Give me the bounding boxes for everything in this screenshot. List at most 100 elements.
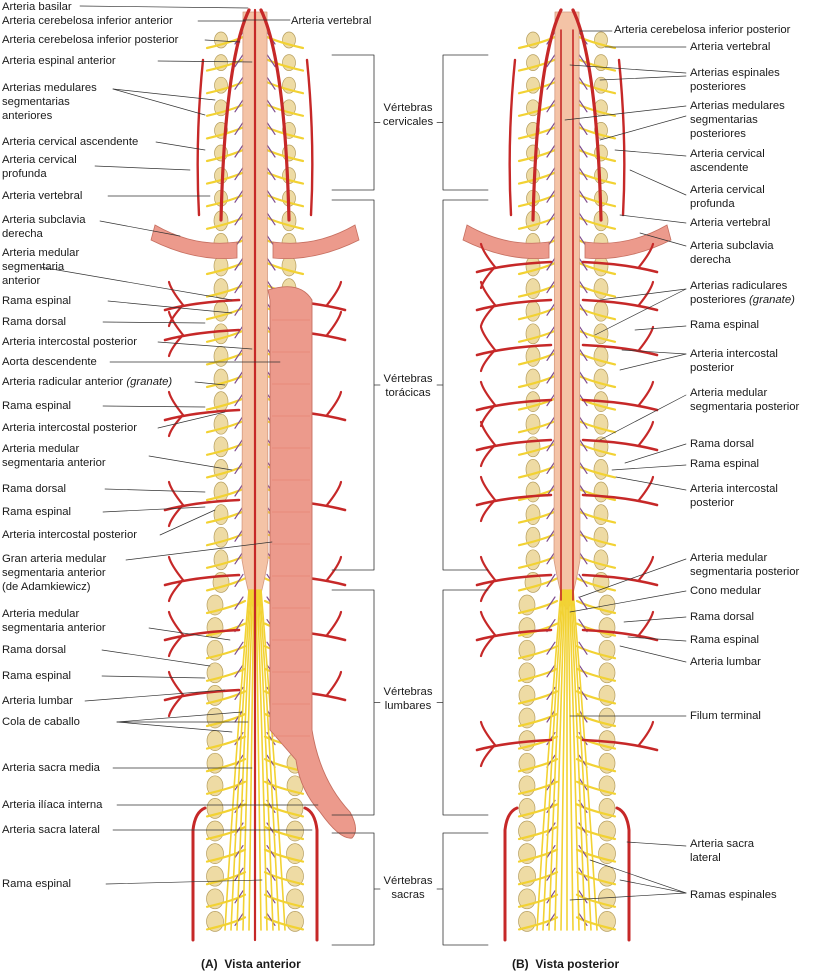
leader-line xyxy=(626,841,687,847)
radicular-vein xyxy=(234,144,244,158)
label-a-intercostal-3: Arteria intercostal posterior xyxy=(2,529,137,541)
vertebral-body xyxy=(213,346,229,367)
cauda-equina-root xyxy=(260,589,286,931)
region-bracket-anterior xyxy=(331,589,381,816)
region-sacral: Vértebras sacras xyxy=(383,875,433,901)
label-b-vertebral: Arteria vertebral xyxy=(690,41,771,53)
radicular-vein xyxy=(578,845,588,859)
radicular-vein xyxy=(234,280,244,294)
vertebral-body xyxy=(593,278,609,299)
radicular-vein xyxy=(234,347,244,361)
radicular-vein xyxy=(266,99,276,113)
dorsal-branch xyxy=(637,420,655,447)
radicular-vein xyxy=(546,890,556,904)
label-a-lumbar: Arteria lumbar xyxy=(2,695,73,707)
radicular-vein xyxy=(234,212,244,226)
label-a-spinal-branch-4: Rama espinal xyxy=(2,670,72,682)
spinal-branch xyxy=(167,578,185,603)
vertebral-artery xyxy=(531,8,563,222)
radicular-vein xyxy=(234,596,244,610)
label-b-segmental-medullary-3: Arteria medular segmentaria posterior xyxy=(690,552,800,578)
label-a-radicular-note: (granate) xyxy=(126,376,173,388)
radicular-vein xyxy=(578,664,588,678)
cauda-equina-root xyxy=(224,589,250,931)
radicular-vein xyxy=(234,912,244,926)
segmental-artery xyxy=(581,738,659,752)
dorsal-branch xyxy=(637,280,655,307)
descending-aorta xyxy=(267,286,356,839)
radicular-vein xyxy=(234,506,244,520)
caption-anterior-view: (A) Vista anterior xyxy=(201,957,301,971)
vertebral-body xyxy=(213,368,229,390)
vertebral-body xyxy=(525,323,541,345)
label-b-dorsal-branch-2: Rama dorsal xyxy=(690,611,755,623)
spinal-branch xyxy=(479,303,497,328)
radicular-vein xyxy=(578,99,588,113)
vertebral-body xyxy=(593,549,609,571)
label-b-dorsal-branch-1: Rama dorsal xyxy=(690,438,755,450)
label-a-vertebral: Arteria vertebral xyxy=(2,190,83,202)
radicular-vein xyxy=(578,438,588,452)
radicular-vein xyxy=(546,144,556,158)
radicular-vein xyxy=(578,121,588,135)
label-a-cauda-equina: Cola de caballo xyxy=(2,716,80,728)
region-bracket-posterior xyxy=(436,54,489,191)
leader-line xyxy=(101,675,206,679)
spinal-cord xyxy=(553,11,581,611)
segmental-artery xyxy=(163,298,241,312)
vertebral-body xyxy=(593,346,609,367)
spinal-nerve xyxy=(263,871,305,886)
leader-line xyxy=(619,645,687,663)
dorsal-branch xyxy=(479,420,497,447)
radicular-vein xyxy=(266,144,276,158)
leader-line xyxy=(125,541,273,561)
leader-line xyxy=(589,859,687,894)
radicular-vein xyxy=(546,438,556,452)
radicular-vein xyxy=(546,370,556,384)
label-a-dorsal-branch-2: Rama dorsal xyxy=(2,483,67,495)
dorsal-branch xyxy=(479,280,497,307)
leader-line xyxy=(619,214,687,224)
radicular-vein xyxy=(546,212,556,226)
segmental-artery xyxy=(581,298,659,312)
label-b-posterior-spinal: Arterias espinales posteriores xyxy=(690,67,780,93)
vertebral-body xyxy=(525,368,541,390)
label-b-lumbar: Arteria lumbar xyxy=(690,656,761,668)
leader-line xyxy=(599,288,687,301)
radicular-vein xyxy=(546,280,556,294)
radicular-vein xyxy=(234,257,244,271)
radicular-vein xyxy=(546,121,556,135)
lateral-sacral-artery xyxy=(503,806,519,942)
vertebral-body xyxy=(525,300,541,322)
dorsal-branch xyxy=(167,555,185,582)
spinal-nerve xyxy=(575,645,617,660)
dorsal-branch xyxy=(325,310,343,337)
cauda-equina-root xyxy=(248,589,255,931)
leader-line xyxy=(623,616,687,623)
deep-cervical-artery xyxy=(196,58,205,217)
leader-line xyxy=(619,353,687,371)
label-b-pica: Arteria cerebelosa inferior posterior xyxy=(614,24,791,36)
segmental-artery xyxy=(163,408,241,422)
cauda-equina-root xyxy=(259,589,280,931)
leader-line xyxy=(579,558,687,598)
leader-line xyxy=(569,64,687,74)
radicular-vein xyxy=(546,573,556,587)
leader-line xyxy=(102,321,206,324)
radicular-vein xyxy=(578,212,588,226)
label-b-deep-cervical: Arteria cervical profunda xyxy=(690,184,765,210)
label-a-vertebral-top: Arteria vertebral xyxy=(291,15,372,27)
spinal-nerve xyxy=(205,577,247,592)
radicular-vein xyxy=(234,483,244,497)
radicular-vein xyxy=(266,212,276,226)
radicular-vein xyxy=(266,912,276,926)
label-a-aica: Arteria cerebelosa inferior anterior xyxy=(2,15,173,27)
label-b-spinal-branches: Ramas espinales xyxy=(690,889,777,901)
label-a-spinal-branch-1: Rama espinal xyxy=(2,295,72,307)
region-bracket-posterior xyxy=(436,832,489,946)
radicular-vein xyxy=(234,641,244,655)
label-b-intercostal-2: Arteria intercostal posterior xyxy=(690,483,778,509)
spinal-nerve xyxy=(517,577,559,592)
dorsal-branch xyxy=(479,475,497,502)
